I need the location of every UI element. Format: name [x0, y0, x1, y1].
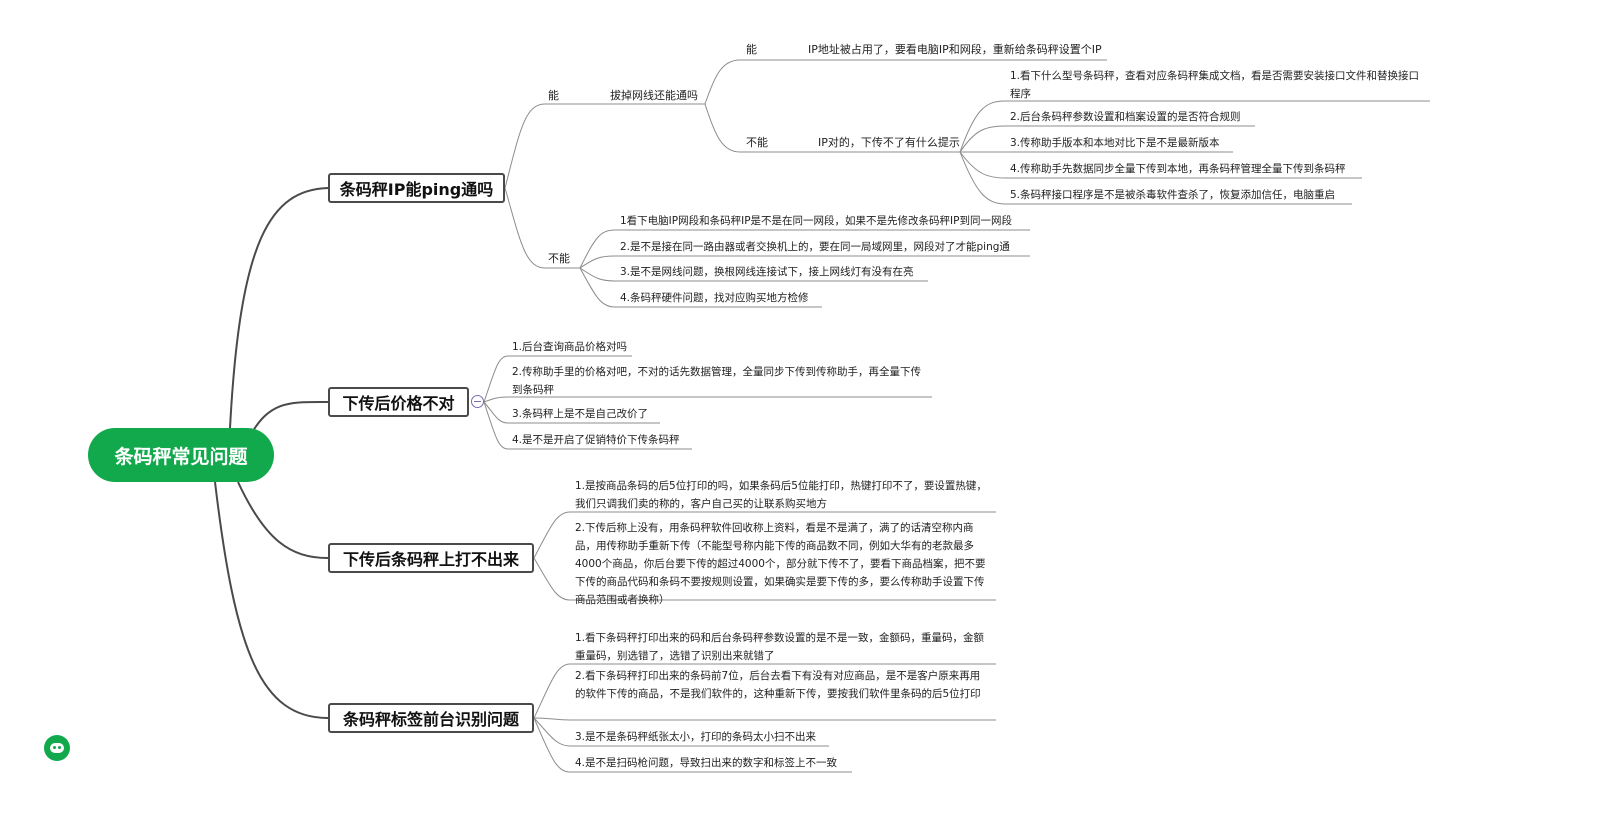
branch-yes-yes[interactable]: 能 [746, 43, 757, 56]
branch-yes-no[interactable]: 不能 [746, 136, 768, 149]
list-item[interactable]: 1看下电脑IP网段和条码秤IP是不是在同一网段，如果不是先修改条码秤IP到同一网… [620, 215, 1012, 227]
branch-no[interactable]: 不能 [548, 252, 570, 265]
list-item[interactable]: 2.后台条码秤参数设置和档案设置的是否符合规则 [1010, 111, 1241, 123]
list-item[interactable]: 1.后台查询商品价格对吗 [512, 341, 628, 353]
branch-yes[interactable]: 能 [548, 89, 559, 102]
topic-label[interactable]: 条码秤标签前台识别问题 [328, 703, 534, 733]
list-item[interactable]: 3.传称助手版本和本地对比下是不是最新版本 [1010, 137, 1220, 149]
list-item[interactable]: 2.看下条码秤打印出来的条码前7位，后台去看下有没有对应商品，是不是客户原来再用… [575, 670, 981, 700]
topic-ping[interactable]: 条码秤IP能ping通吗 [328, 173, 505, 203]
list-item[interactable]: 1.看下条码秤打印出来的码和后台条码秤参数设置的是不是一致，金额码，重量码，金额… [575, 632, 985, 662]
collapse-toggle[interactable] [471, 395, 484, 408]
list-item[interactable]: 2.传称助手里的价格对吧，不对的话先数据管理，全量同步下传到传称助手，再全量下传… [512, 366, 922, 396]
list-item[interactable]: 2.下传后称上没有，用条码秤软件回收称上资料，看是不是满了，满了的话清空称内商品… [575, 522, 986, 606]
assistant-robot-icon[interactable] [44, 735, 70, 761]
branch-yes-yes-answer[interactable]: IP地址被占用了，要看电脑IP和网段，重新给条码秤设置个IP [808, 43, 1102, 56]
list-item[interactable]: 4.是不是开启了促销特价下传条码秤 [512, 434, 680, 446]
branch-yes-question[interactable]: 拔掉网线还能通吗 [610, 89, 698, 102]
root-topic[interactable]: 条码秤常见问题 [88, 428, 274, 482]
topic-price[interactable]: 下传后价格不对 [328, 387, 469, 417]
list-item[interactable]: 5.条码秤接口程序是不是被杀毒软件查杀了，恢复添加信任，电脑重启 [1010, 189, 1336, 201]
list-item[interactable]: 3.是不是网线问题，换根网线连接试下，接上网线灯有没有在亮 [620, 266, 914, 278]
list-item[interactable]: 2.是不是接在同一路由器或者交换机上的，要在同一局域网里，网段对了才能ping通 [620, 241, 1010, 253]
list-item[interactable]: 1.是按商品条码的后5位打印的吗，如果条码后5位能打印，热键打印不了，要设置热键… [575, 480, 987, 510]
list-item[interactable]: 3.条码秤上是不是自己改价了 [512, 408, 649, 420]
list-item[interactable]: 1.看下什么型号条码秤，查看对应条码秤集成文档，看是否需要安装接口文件和替换接口… [1010, 70, 1420, 100]
list-item[interactable]: 3.是不是条码秤纸张太小，打印的条码太小扫不出来 [575, 731, 817, 743]
list-item[interactable]: 4.传称助手先数据同步全量下传到本地，再条码秤管理全量下传到条码秤 [1010, 163, 1346, 175]
list-item[interactable]: 4.是不是扫码枪问题，导致扫出来的数字和标签上不一致 [575, 757, 838, 769]
topic-print[interactable]: 下传后条码秤上打不出来 [328, 543, 534, 573]
list-item[interactable]: 4.条码秤硬件问题，找对应购买地方检修 [620, 292, 809, 304]
branch-yes-no-question[interactable]: IP对的，下传不了有什么提示 [818, 136, 960, 149]
